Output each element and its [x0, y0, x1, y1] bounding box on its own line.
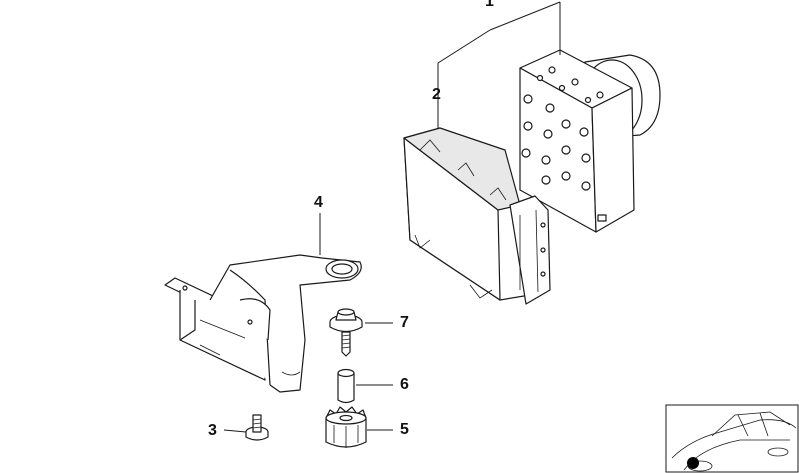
control-module[interactable] [403, 127, 551, 305]
callout-3: 3 [208, 422, 217, 439]
callout-5: 5 [400, 421, 409, 438]
leader-lines-1-2 [437, 1, 561, 128]
spacer-sleeve[interactable] [337, 368, 355, 404]
mounting-bracket[interactable] [164, 254, 362, 393]
vehicle-inset [665, 404, 799, 473]
callout-2: 2 [432, 86, 441, 103]
callout-1: 1 [485, 0, 494, 10]
screw-small[interactable] [245, 414, 269, 441]
callout-6: 6 [400, 376, 409, 393]
hydraulic-unit[interactable] [519, 49, 661, 233]
leader-line-3 [223, 429, 247, 433]
rubber-mount[interactable] [325, 406, 367, 448]
callout-4: 4 [314, 194, 323, 211]
location-marker-icon [687, 457, 699, 469]
port-grid [521, 66, 604, 191]
callout-7: 7 [400, 314, 409, 331]
flange-bolt[interactable] [329, 308, 363, 357]
inset-frame [665, 404, 799, 473]
